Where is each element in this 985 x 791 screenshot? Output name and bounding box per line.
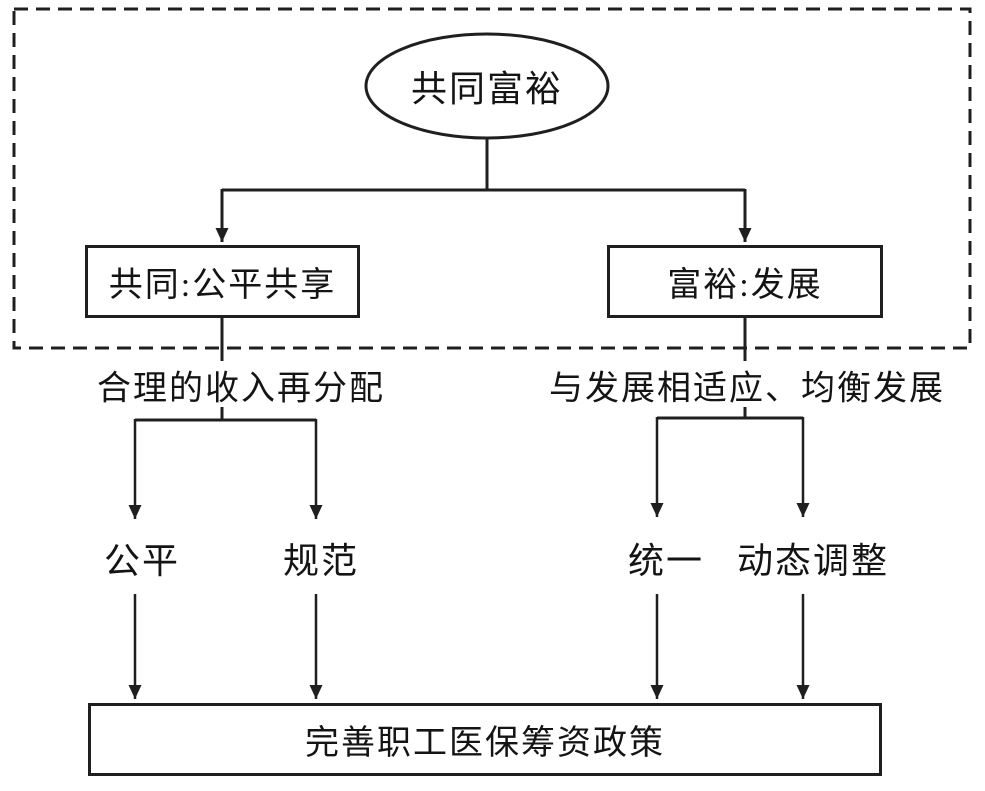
leaf-label-fairness: 公平: [103, 541, 181, 581]
outcome-box-label: 完善职工医保筹资政策: [305, 725, 665, 762]
branch-left-box-label: 共同:公平共享: [108, 267, 337, 304]
branch-left-box: 共同:公平共享: [85, 245, 360, 318]
leaf-label-unification: 统一: [627, 541, 705, 581]
left-principle-text: 合理的收入再分配: [97, 370, 385, 408]
root-node-label: 共同富裕: [410, 69, 564, 109]
right-principle-text: 与发展相适应、均衡发展: [549, 370, 945, 408]
leaf-label-standardization: 规范: [282, 541, 360, 581]
branch-right-box: 富裕:发展: [607, 245, 883, 318]
branch-right-box-label: 富裕:发展: [667, 267, 823, 304]
leaf-label-dynamic-adjustment: 动态调整: [736, 541, 890, 581]
dashed-region-border: [12, 7, 972, 350]
outcome-box: 完善职工医保筹资政策: [88, 703, 882, 776]
